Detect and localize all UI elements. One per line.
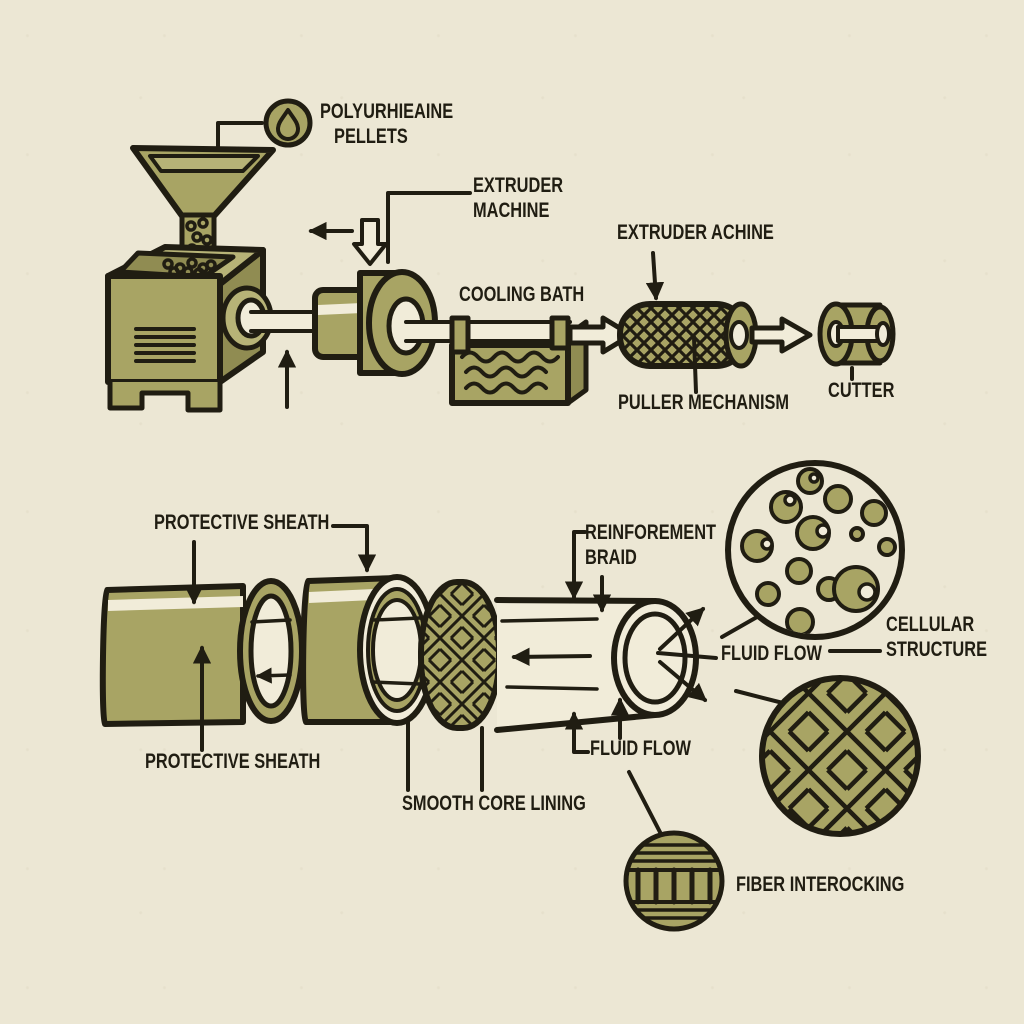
label-fluid-flow-bottom: FLUID FLOW [590,737,691,760]
label-line: CELLULAR [886,613,975,636]
label-cooling-bath: COOLING BATH [459,283,585,306]
cutter-device [817,301,896,381]
puller-mechanism-roller [617,301,759,369]
extruder-machine-leader [386,191,472,264]
hose-sheath-ring [237,578,305,724]
label-cellular-structure: CELLULAR STRUCTURE [886,612,987,662]
label-protective-sheath-top: PROTECTIVE SHEATH [154,511,330,534]
label-line: BRAID [585,546,637,569]
label-smooth-core-lining: SMOOTH CORE LINING [402,792,586,815]
water-waves [460,350,560,395]
hose-outer-sheath [99,583,246,727]
label-cutter: CUTTER [828,379,895,402]
label-fiber-interlocking: FIBER INTEROCKING [736,873,905,896]
label-line: MACHINE [473,199,550,222]
label-line: POLYURHIEAINE [320,100,454,123]
hose-sheath-segment [300,574,437,726]
label-line: EXTRUDER [473,174,564,197]
label-line: STRUCTURE [886,638,988,661]
arrow-right-hollow-2 [749,316,813,354]
extruder-barrel [312,269,438,377]
extrudate-tube [404,320,572,343]
label-polyurethane-pellets: POLYURHIEAINE PELLETS [320,99,453,149]
braid-detail-circle [759,675,921,837]
label-fluid-flow-right: FLUID FLOW [721,642,822,665]
extruder-machine-body [105,244,274,413]
label-extruder-machine: EXTRUDER MACHINE [473,173,563,223]
hose-braid-ring [418,579,502,731]
arrow-right-hollow-1 [567,315,634,355]
label-reinforcement-braid: REINFOREMENT BRAID [585,520,716,570]
arrow-down-hollow [352,218,388,266]
label-line: REINFOREMENT [585,521,717,544]
label-extruder-achine: EXTRUDER ACHINE [617,221,774,244]
melt-shaft [249,310,323,333]
fiber-interlocking-circle [623,830,725,932]
cellular-structure-circle [725,460,905,640]
label-line: PELLETS [334,125,408,148]
hopper [130,145,276,259]
bottom-leaders [184,524,882,838]
label-puller-mechanism: PULLER MECHANISM [618,391,790,414]
puller-leader [692,335,698,394]
droplet-icon [263,98,313,148]
extruder-achine-leader [645,251,665,301]
label-protective-sheath-bottom: PROTECTIVE SHEATH [145,750,321,773]
